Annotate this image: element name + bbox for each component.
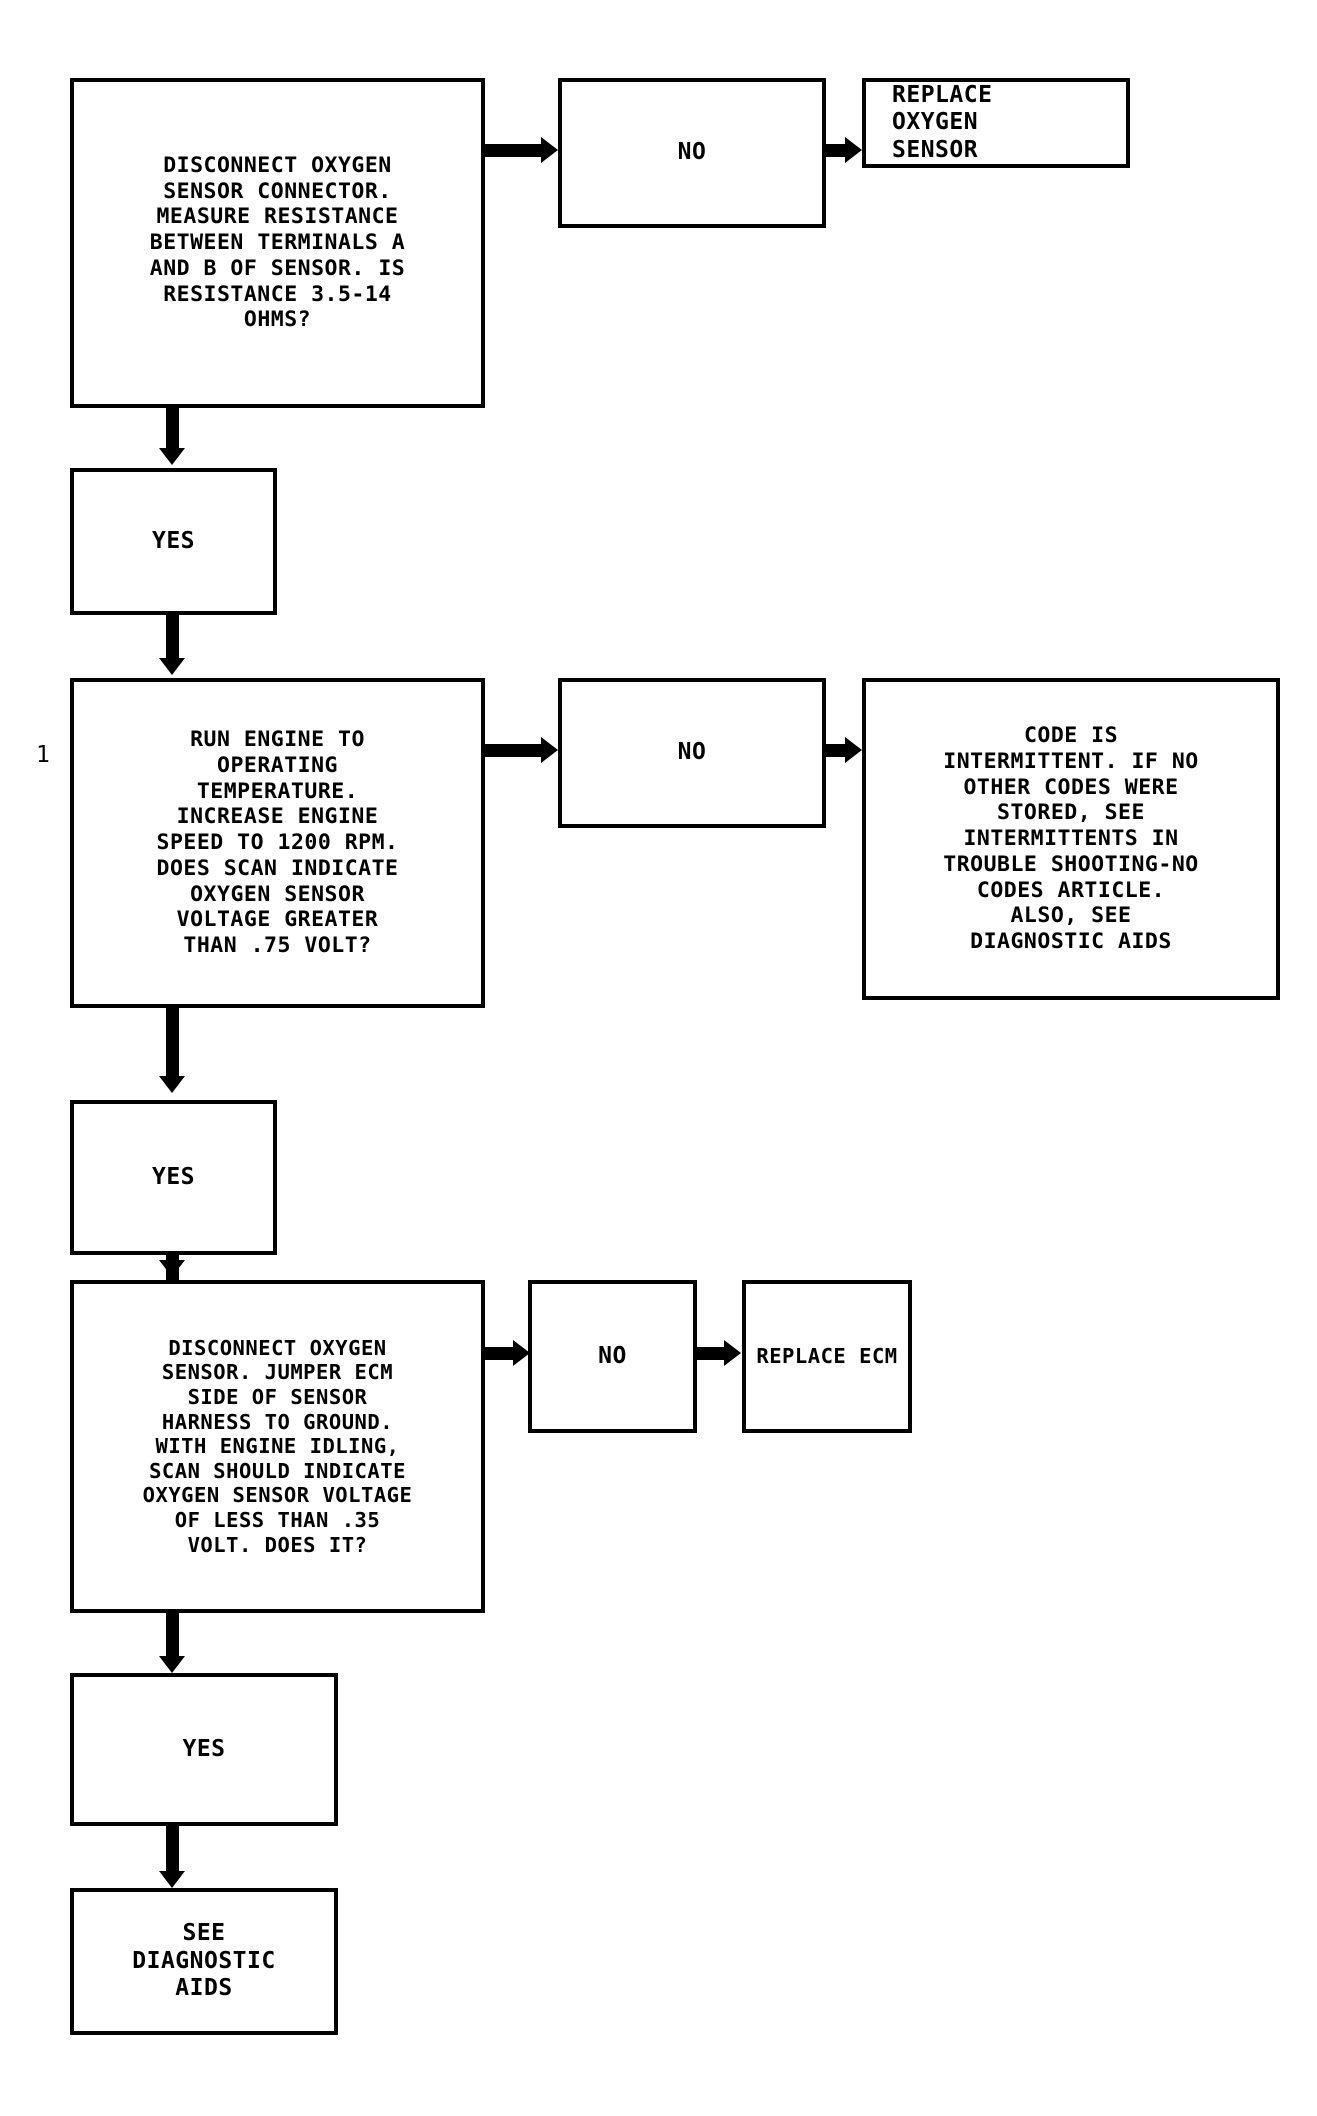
arrow-down-icon-yes2-q3 [159, 1260, 185, 1277]
connector-no-to-replace-ecm [697, 1347, 727, 1360]
connector-q2-to-no [485, 744, 545, 757]
arrow-down-icon-yes3-final [159, 1871, 185, 1888]
label-box-yes-1-text: YES [151, 527, 196, 554]
connector-no-to-code-intermittent [826, 744, 848, 757]
label-box-yes-3: YES [70, 1673, 338, 1826]
decision-box-oxygen-sensor-voltage-low-text: DISCONNECT OXYGEN SENSOR. JUMPER ECM SID… [142, 1335, 413, 1557]
decision-box-oxygen-sensor-voltage-high: RUN ENGINE TO OPERATING TEMPERATURE. INC… [70, 678, 485, 1008]
terminal-box-see-diagnostic-aids-text: SEE DIAGNOSTIC AIDS [132, 1920, 276, 2002]
label-box-yes-1: YES [70, 468, 277, 615]
connector-yes3-to-final [166, 1826, 179, 1874]
connector-q1-to-no [485, 144, 545, 157]
label-box-no-row3-text: NO [598, 1342, 627, 1369]
arrow-right-icon-q1-no [541, 137, 558, 163]
label-box-no-row2-text: NO [677, 739, 707, 766]
arrow-down-icon-q3-yes3 [159, 1656, 185, 1673]
decision-box-oxygen-sensor-resistance: DISCONNECT OXYGEN SENSOR CONNECTOR. MEAS… [70, 78, 485, 408]
terminal-box-code-intermittent: CODE IS INTERMITTENT. IF NO OTHER CODES … [862, 678, 1280, 1000]
connector-no-to-replace-oxygen-sensor [826, 144, 848, 157]
decision-box-oxygen-sensor-voltage-low: DISCONNECT OXYGEN SENSOR. JUMPER ECM SID… [70, 1280, 485, 1613]
arrow-right-icon-no-replace-oxygen-sensor [845, 137, 862, 163]
terminal-box-replace-oxygen-sensor: REPLACE OXYGEN SENSOR [862, 78, 1130, 168]
decision-box-oxygen-sensor-resistance-text: DISCONNECT OXYGEN SENSOR CONNECTOR. MEAS… [149, 152, 406, 333]
arrow-down-icon-q2-yes2 [159, 1076, 185, 1093]
connector-q1-to-yes1 [166, 408, 179, 451]
label-box-no-row2: NO [558, 678, 826, 828]
terminal-box-see-diagnostic-aids: SEE DIAGNOSTIC AIDS [70, 1888, 338, 2035]
arrow-right-icon-q3-no [513, 1340, 530, 1366]
terminal-box-replace-ecm-text: REPLACE ECM [756, 1344, 898, 1369]
decision-box-oxygen-sensor-voltage-high-text: RUN ENGINE TO OPERATING TEMPERATURE. INC… [156, 726, 399, 959]
label-box-yes-3-text: YES [182, 1735, 226, 1762]
connector-q3-to-yes3 [166, 1613, 179, 1661]
connector-q2-to-yes2 [166, 1008, 179, 1078]
label-box-yes-2: YES [70, 1100, 277, 1255]
label-box-no-row1: NO [558, 78, 826, 228]
step-number-label: 1 [36, 742, 50, 768]
label-box-yes-2-text: YES [151, 1163, 196, 1190]
terminal-box-replace-ecm: REPLACE ECM [742, 1280, 912, 1433]
arrow-right-icon-no-code-intermittent [845, 737, 862, 763]
connector-yes1-to-q2 [166, 615, 179, 661]
arrow-down-icon-q1-yes1 [159, 448, 185, 465]
terminal-box-replace-oxygen-sensor-text: REPLACE OXYGEN SENSOR [892, 81, 993, 163]
label-box-no-row1-text: NO [677, 139, 707, 166]
arrow-down-icon-yes1-q2 [159, 658, 185, 675]
connector-q3-to-no [485, 1347, 517, 1360]
arrow-right-icon-no-replace-ecm [724, 1340, 741, 1366]
label-box-no-row3: NO [528, 1280, 697, 1433]
terminal-box-code-intermittent-text: CODE IS INTERMITTENT. IF NO OTHER CODES … [943, 722, 1199, 955]
arrow-right-icon-q2-no [541, 737, 558, 763]
